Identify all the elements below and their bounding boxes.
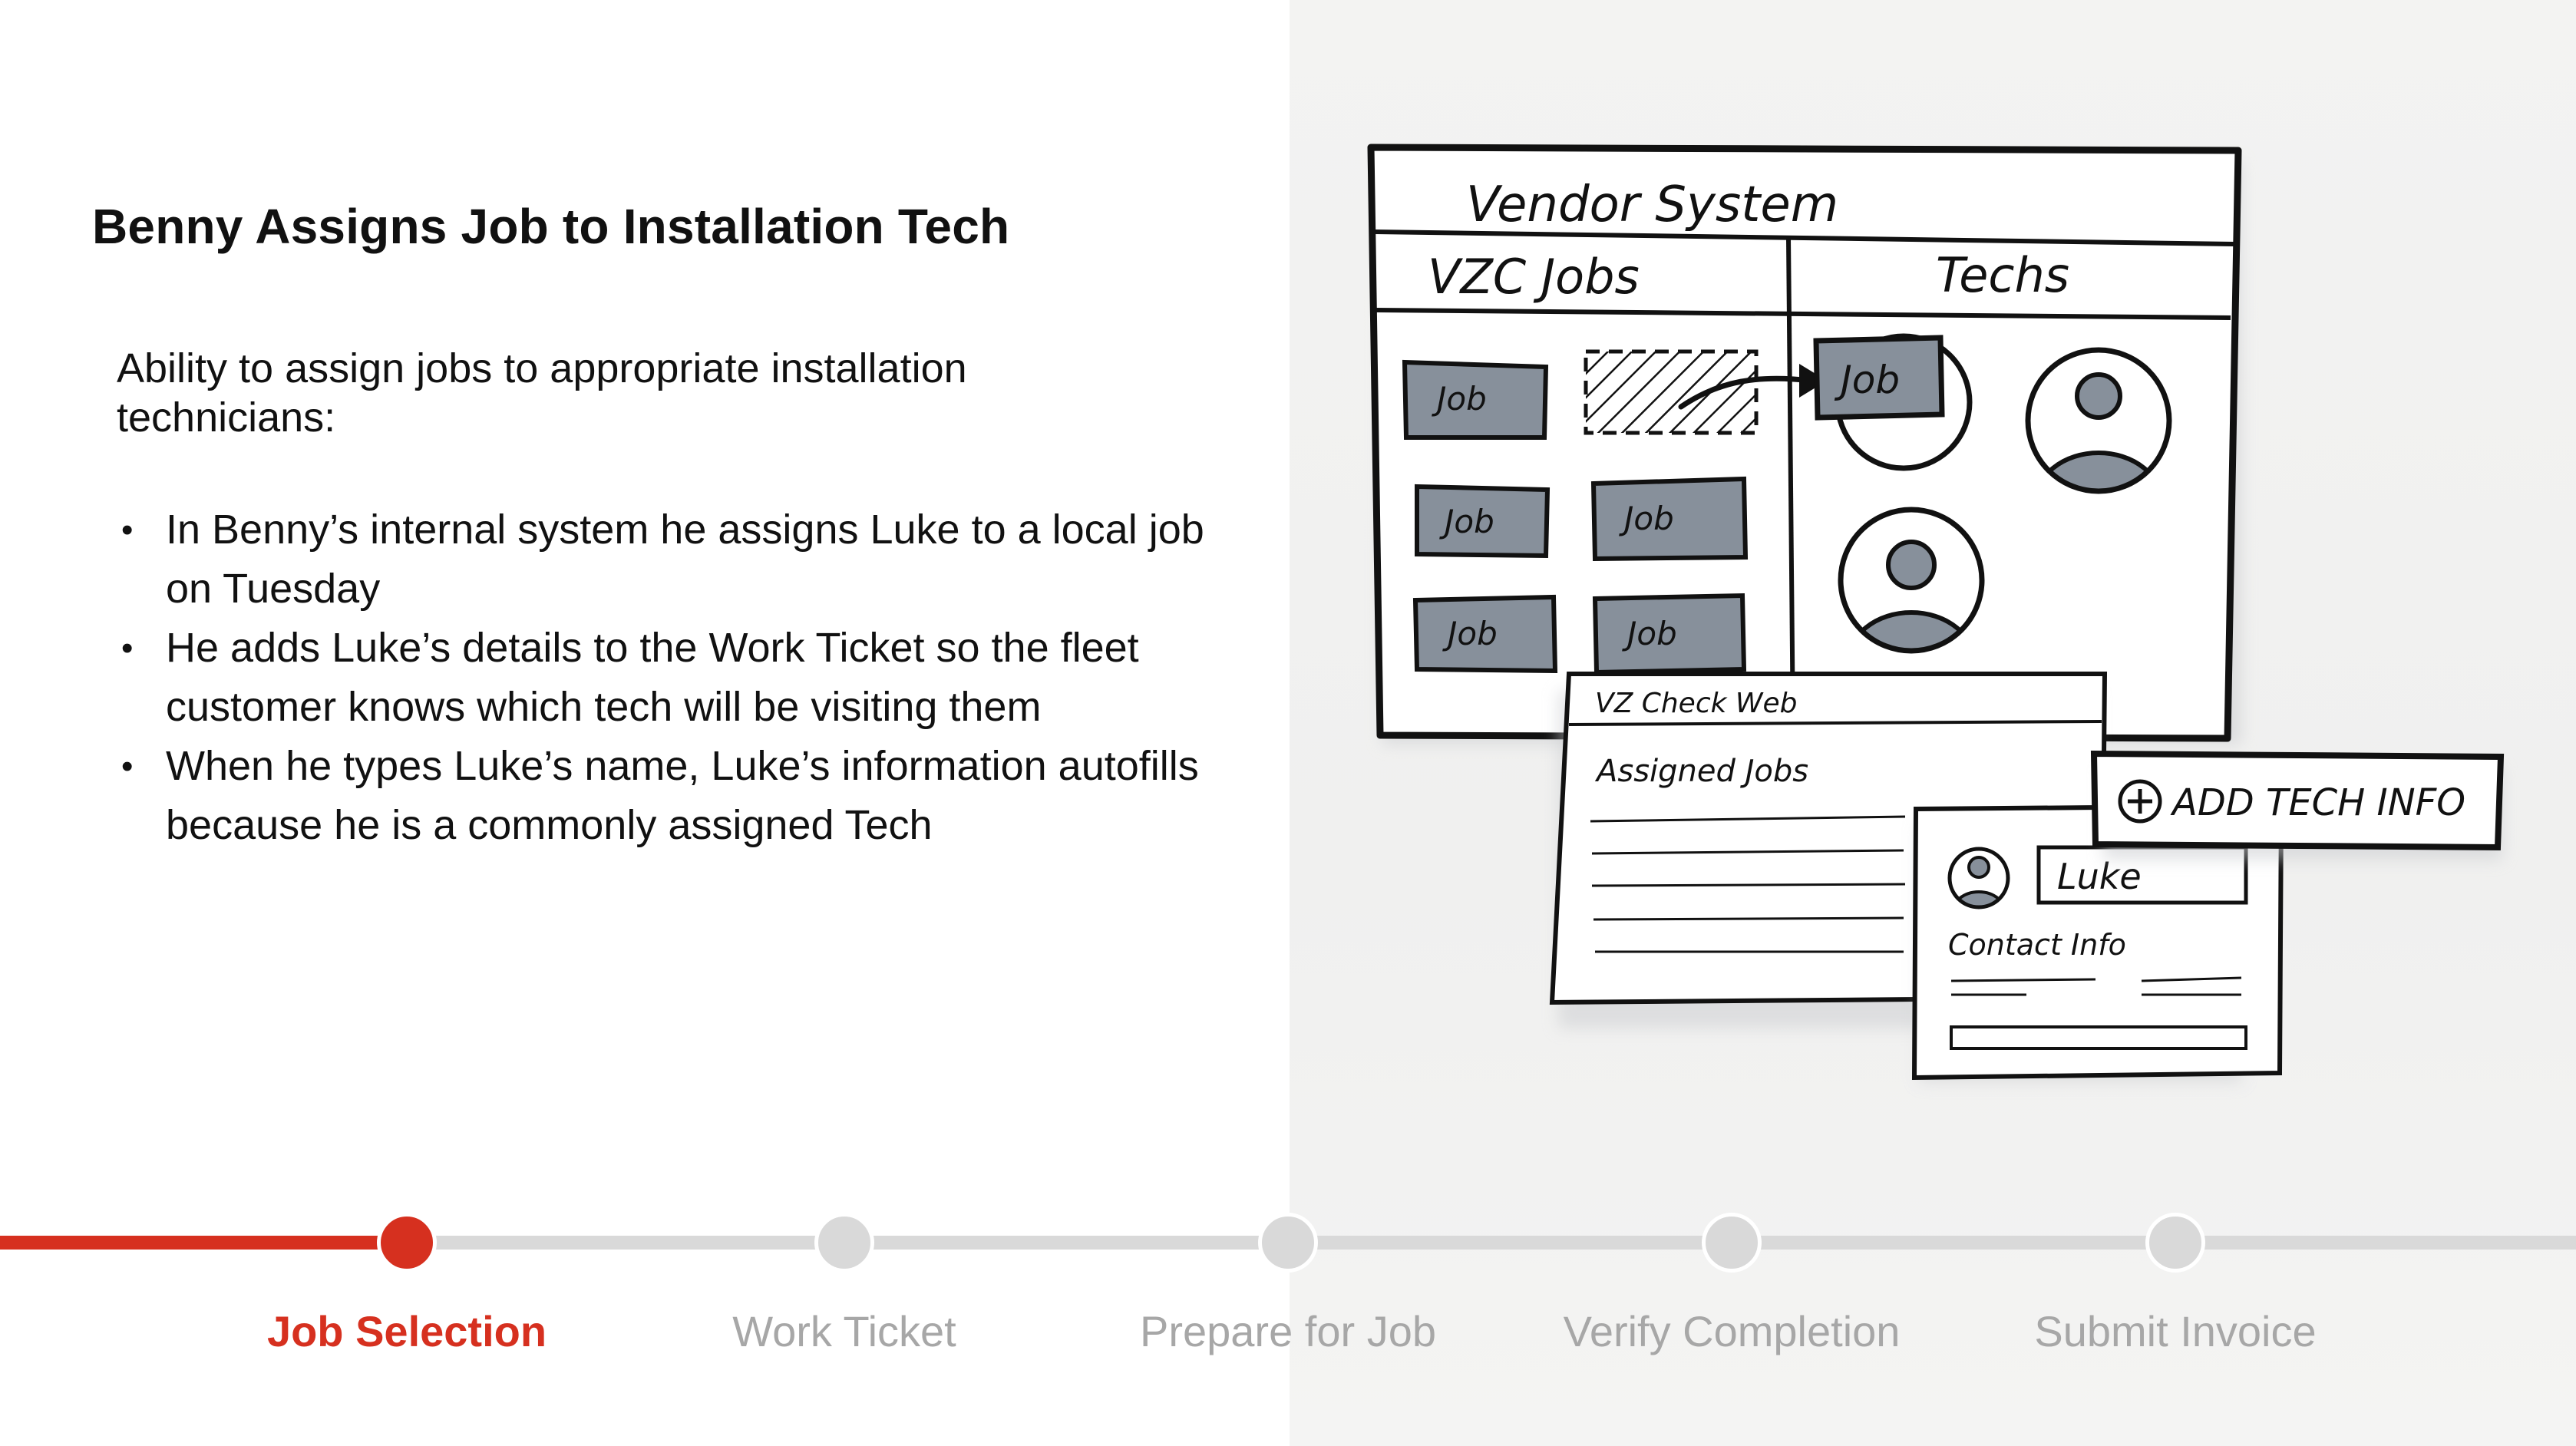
step-work-ticket[interactable]: Work Ticket xyxy=(614,1205,1075,1356)
vendor-system-title: Vendor System xyxy=(1466,177,1838,233)
bullet-list: In Benny’s internal system he assigns Lu… xyxy=(117,500,1207,855)
bullet-item: In Benny’s internal system he assigns Lu… xyxy=(117,500,1207,619)
svg-text:Job: Job xyxy=(1619,500,1674,537)
step-label: Job Selection xyxy=(266,1307,547,1355)
svg-text:Job: Job xyxy=(1439,503,1494,540)
tech-avatar xyxy=(2025,347,2172,494)
add-tech-info-button: ADD TECH INFO xyxy=(2090,750,2505,860)
tech-detail-panel: Luke Contact Info xyxy=(1911,803,2284,1082)
step-label: Verify Completion xyxy=(1563,1307,1901,1355)
tech-name-value: Luke xyxy=(2057,856,2142,897)
step-label: Work Ticket xyxy=(732,1307,956,1355)
job-card: Job xyxy=(1402,359,1549,440)
jobs-column-header: VZC Jobs xyxy=(1428,249,1640,305)
step-dot[interactable] xyxy=(814,1213,874,1273)
svg-text:Job: Job xyxy=(1432,380,1487,418)
tech-avatar xyxy=(1838,507,1985,654)
assign-arrow xyxy=(1678,364,1827,410)
svg-text:Job: Job xyxy=(1834,358,1900,402)
techs-column-header: Techs xyxy=(1936,247,2069,303)
job-card: Job xyxy=(1590,476,1749,562)
job-card: Job xyxy=(1592,593,1747,675)
plus-circle-icon xyxy=(2118,779,2162,824)
progress-timeline: Job Selection Work Ticket Prepare for Jo… xyxy=(0,1205,2576,1435)
step-verify-completion[interactable]: Verify Completion xyxy=(1501,1205,1962,1356)
bullet-item: He adds Luke’s details to the Work Ticke… xyxy=(117,619,1207,737)
job-card: Job xyxy=(1415,484,1551,559)
step-label: Submit Invoice xyxy=(2034,1307,2317,1355)
slide-intro: Ability to assign jobs to appropriate in… xyxy=(117,345,967,441)
user-avatar xyxy=(1947,847,2010,910)
step-dot[interactable] xyxy=(2145,1213,2205,1273)
assigned-jobs-label: Assigned Jobs xyxy=(1594,754,1808,789)
slide-title: Benny Assigns Job to Installation Tech xyxy=(92,199,1010,254)
contact-info-label: Contact Info xyxy=(1948,928,2126,962)
job-card-assigned: Job xyxy=(1813,335,1945,421)
step-dot[interactable] xyxy=(1258,1213,1318,1273)
timeline-progress xyxy=(0,1236,407,1250)
step-dot[interactable] xyxy=(1702,1213,1762,1273)
step-label: Prepare for Job xyxy=(1140,1307,1436,1355)
bullet-item: When he types Luke’s name, Luke’s inform… xyxy=(117,737,1207,855)
vendor-system-sketch: Vendor System VZC Jobs Techs Job Job Job… xyxy=(1367,144,2505,1082)
step-submit-invoice[interactable]: Submit Invoice xyxy=(1945,1205,2406,1356)
svg-text:Job: Job xyxy=(1622,615,1677,652)
step-prepare-for-job[interactable]: Prepare for Job xyxy=(1058,1205,1518,1356)
job-slot-empty xyxy=(1584,349,1759,435)
step-job-selection[interactable]: Job Selection xyxy=(177,1205,637,1356)
svg-text:Job: Job xyxy=(1442,615,1498,652)
check-web-title: VZ Check Web xyxy=(1595,688,1798,719)
step-dot[interactable] xyxy=(377,1213,437,1273)
job-card: Job xyxy=(1412,594,1558,674)
add-tech-info-label: ADD TECH INFO xyxy=(2170,781,2465,824)
